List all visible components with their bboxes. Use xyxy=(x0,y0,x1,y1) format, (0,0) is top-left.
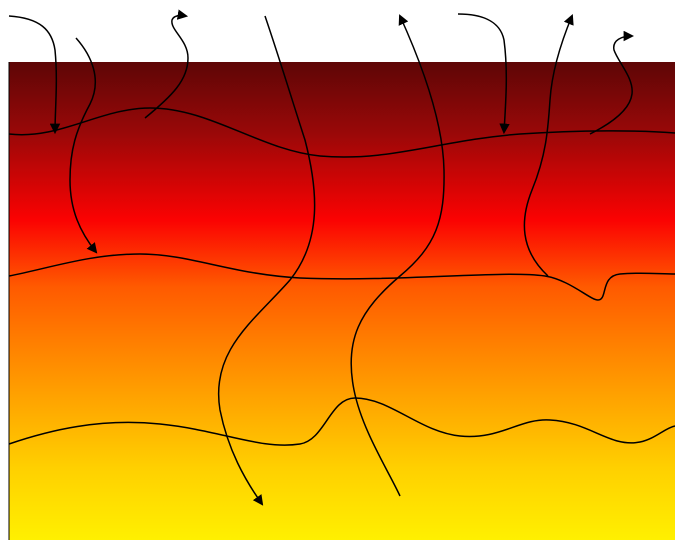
arrow-long-down xyxy=(217,15,316,506)
boundary-middle xyxy=(8,253,675,301)
arrow-up-1 xyxy=(144,9,189,119)
arrow-down-3 xyxy=(457,13,510,135)
arrow-down-2 xyxy=(69,37,98,254)
arrow-long-up xyxy=(350,14,445,497)
boundary-upper xyxy=(8,107,675,158)
gradient-panel xyxy=(9,62,675,540)
arrow-up-2 xyxy=(523,14,574,277)
boundary-lower xyxy=(8,397,675,446)
arrow-down-1 xyxy=(8,15,61,135)
arrow-up-3 xyxy=(589,30,635,135)
